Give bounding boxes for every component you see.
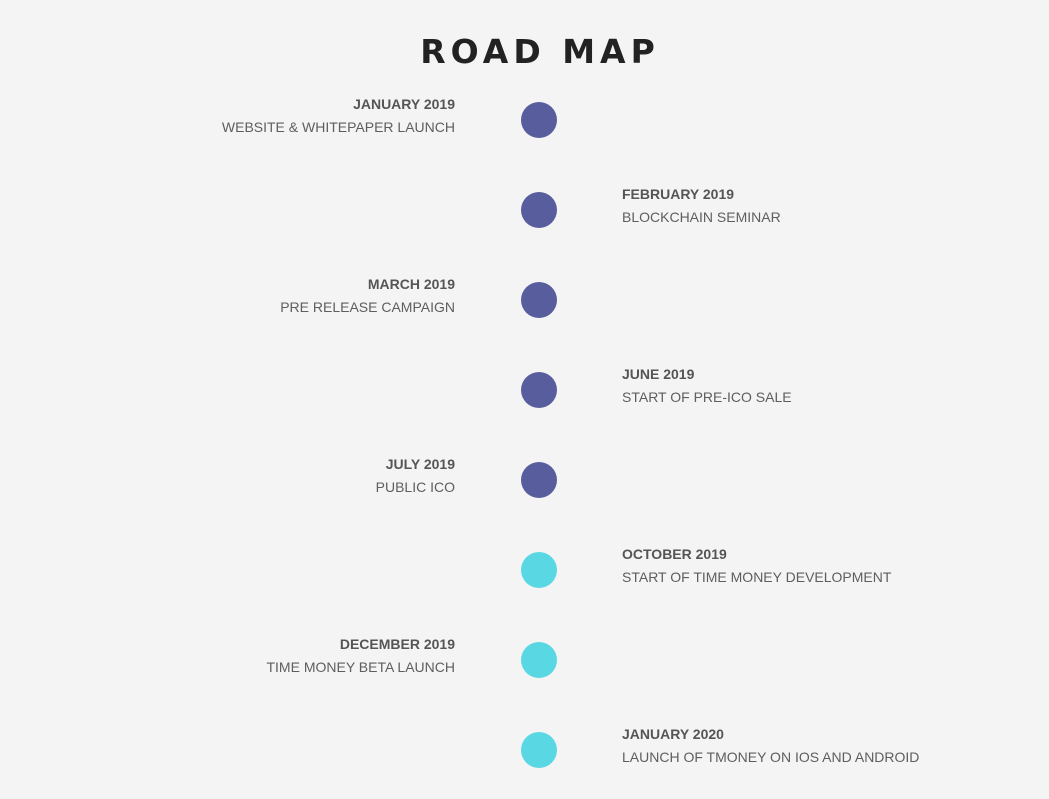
milestone-date: MARCH 2019 (367, 276, 455, 292)
milestone-text: JUNE 2019 START OF PRE-ICO SALE (622, 364, 1022, 407)
milestone-date: JANUARY 2019 (353, 96, 455, 112)
milestone-date: JUNE 2019 (622, 366, 695, 382)
milestone-dot (521, 192, 557, 228)
milestone-dot (521, 102, 557, 138)
milestone-5: OCTOBER 2019 START OF TIME MONEY DEVELOP… (0, 546, 1049, 612)
page-title: ROAD MAP (420, 32, 660, 71)
milestone-description: START OF PRE-ICO SALE (622, 389, 792, 405)
milestone-description: PRE RELEASE CAMPAIGN (280, 299, 455, 315)
milestone-description: WEBSITE & WHITEPAPER LAUNCH (221, 119, 455, 135)
milestone-6: DECEMBER 2019 TIME MONEY BETA LAUNCH (0, 636, 1049, 702)
milestone-7: JANUARY 2020 LAUNCH OF TMONEY ON IOS AND… (0, 726, 1049, 792)
milestone-text: JANUARY 2020 LAUNCH OF TMONEY ON IOS AND… (622, 724, 1022, 767)
milestone-dot (521, 732, 557, 768)
milestone-description: LAUNCH OF TMONEY ON IOS AND ANDROID (622, 749, 920, 765)
milestone-text: OCTOBER 2019 START OF TIME MONEY DEVELOP… (622, 544, 1022, 587)
milestone-description: TIME MONEY BETA LAUNCH (266, 659, 455, 675)
milestone-2: MARCH 2019 PRE RELEASE CAMPAIGN (0, 276, 1049, 342)
milestone-date: FEBRUARY 2019 (622, 186, 735, 202)
milestone-date: DECEMBER 2019 (339, 636, 455, 652)
milestone-date: JANUARY 2020 (622, 726, 724, 742)
milestone-dot (521, 552, 557, 588)
milestone-4: JULY 2019 PUBLIC ICO (0, 456, 1049, 522)
milestone-text: JULY 2019 PUBLIC ICO (55, 454, 455, 497)
milestone-text: DECEMBER 2019 TIME MONEY BETA LAUNCH (55, 634, 455, 677)
milestone-date: OCTOBER 2019 (622, 546, 727, 562)
milestone-text: FEBRUARY 2019 BLOCKCHAIN SEMINAR (622, 184, 1022, 227)
milestone-dot (521, 282, 557, 318)
milestone-3: JUNE 2019 START OF PRE-ICO SALE (0, 366, 1049, 432)
milestone-1: FEBRUARY 2019 BLOCKCHAIN SEMINAR (0, 186, 1049, 252)
milestone-text: MARCH 2019 PRE RELEASE CAMPAIGN (55, 274, 455, 317)
milestone-dot (521, 372, 557, 408)
milestone-dot (521, 462, 557, 498)
milestone-0: JANUARY 2019 WEBSITE & WHITEPAPER LAUNCH (0, 96, 1049, 162)
milestone-description: START OF TIME MONEY DEVELOPMENT (622, 569, 892, 585)
milestone-dot (521, 642, 557, 678)
milestone-description: PUBLIC ICO (375, 479, 455, 495)
milestone-date: JULY 2019 (385, 456, 455, 472)
milestone-text: JANUARY 2019 WEBSITE & WHITEPAPER LAUNCH (55, 94, 455, 137)
milestone-description: BLOCKCHAIN SEMINAR (622, 209, 781, 225)
